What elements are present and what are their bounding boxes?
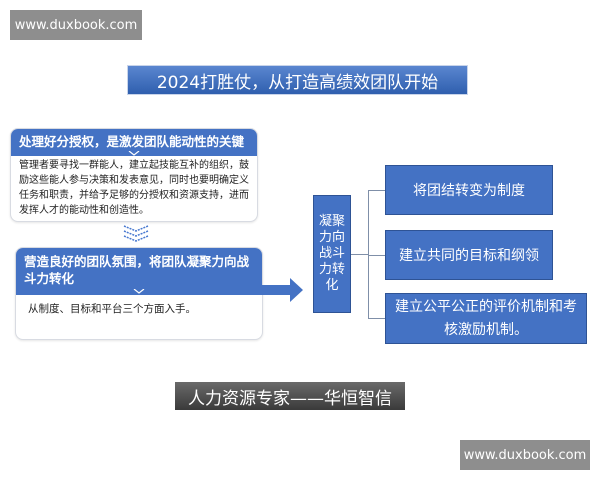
- connector: [351, 254, 368, 255]
- card-atmosphere: 营造良好的团队氛围，将团队凝聚力向战斗力转化 从制度、目标和平台三个方面入手。: [15, 247, 263, 340]
- card-delegation-body: 管理者要寻找一群能人，建立起技能互补的组织，鼓励这些能人参与决策和发表意见，同时…: [19, 160, 249, 216]
- connector: [368, 190, 385, 191]
- connector: [368, 255, 385, 256]
- card-delegation-header: 处理好分授权，是激发团队能动性的关键: [19, 134, 245, 149]
- arrow-right-icon: [262, 278, 303, 302]
- card-delegation: 处理好分授权，是激发团队能动性的关键 管理者要寻找一群能人，建立起技能互补的组织…: [10, 128, 258, 222]
- center-node: 凝聚力向战斗力转化: [313, 195, 351, 313]
- chevrons-down-icon: [123, 225, 149, 242]
- page-title: 2024打胜仗，从打造高绩效团队开始: [127, 65, 468, 95]
- footer-banner: 人力资源专家——华恒智信: [175, 382, 405, 410]
- connector: [368, 318, 385, 319]
- branch-system: 将团结转变为制度: [385, 165, 553, 215]
- branch-evaluation: 建立公平公正的评价机制和考核激励机制。: [385, 293, 587, 344]
- branch-goals: 建立共同的目标和纲领: [385, 230, 553, 280]
- chevron-down-icon: [133, 289, 145, 294]
- card-atmosphere-body: 从制度、目标和平台三个方面入手。: [28, 303, 196, 315]
- chevron-down-icon: [128, 151, 140, 156]
- card-atmosphere-header: 营造良好的团队氛围，将团队凝聚力向战斗力转化: [24, 254, 250, 286]
- watermark-bottom: www.duxbook.com: [460, 440, 590, 470]
- watermark-top: www.duxbook.com: [10, 10, 142, 40]
- connector: [368, 190, 369, 319]
